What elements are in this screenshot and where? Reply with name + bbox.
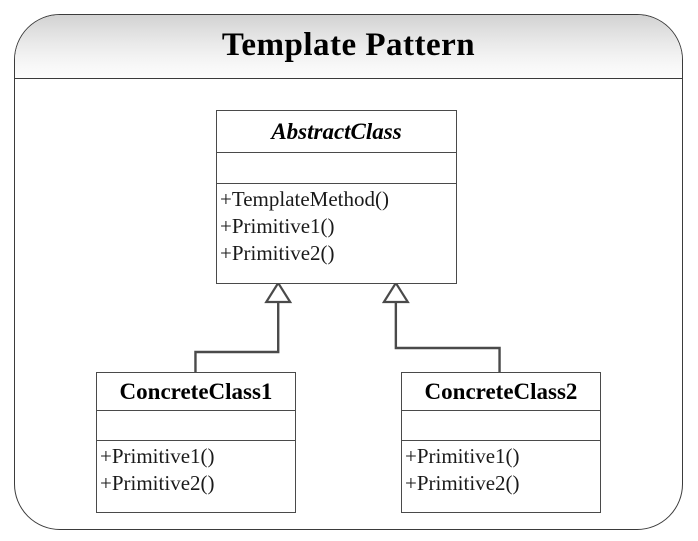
diagram-frame: Template Pattern AbstractClass +Template… <box>14 14 683 530</box>
uml-operation: +TemplateMethod() <box>220 187 389 211</box>
generalization-connectors <box>194 280 501 372</box>
uml-class-name: AbstractClass <box>271 118 402 144</box>
uml-attributes-compartment <box>402 411 600 441</box>
uml-operation: +Primitive1() <box>405 444 520 468</box>
generalization-arrowhead-concreteclass1 <box>264 280 293 304</box>
uml-class-concreteclass2[interactable]: ConcreteClass2 +Primitive1() +Primitive2… <box>401 372 601 513</box>
uml-operation: +Primitive1() <box>100 444 215 468</box>
uml-class-name-compartment: AbstractClass <box>217 111 456 153</box>
uml-operation: +Primitive2() <box>100 471 215 495</box>
generalization-line-concreteclass2 <box>394 301 501 372</box>
uml-operation: +Primitive2() <box>220 241 335 265</box>
diagram-canvas: AbstractClass +TemplateMethod() +Primiti… <box>15 79 682 529</box>
uml-class-concreteclass1[interactable]: ConcreteClass1 +Primitive1() +Primitive2… <box>96 372 296 513</box>
uml-operations-compartment: +Primitive1() +Primitive2() <box>402 441 600 511</box>
uml-operations-compartment: +Primitive1() +Primitive2() <box>97 441 295 511</box>
uml-attributes-compartment <box>97 411 295 441</box>
uml-class-name: ConcreteClass1 <box>119 378 273 404</box>
uml-operation: +Primitive2() <box>405 471 520 495</box>
uml-attributes-compartment <box>217 153 456 184</box>
diagram-title-bar: Template Pattern <box>15 15 682 79</box>
uml-class-abstractclass[interactable]: AbstractClass +TemplateMethod() +Primiti… <box>216 110 457 284</box>
uml-class-name: ConcreteClass2 <box>424 378 578 404</box>
page-title: Template Pattern <box>221 27 476 63</box>
uml-operations-compartment: +TemplateMethod() +Primitive1() +Primiti… <box>217 184 456 281</box>
uml-class-name-compartment: ConcreteClass2 <box>402 373 600 411</box>
uml-operation: +Primitive1() <box>220 214 335 238</box>
generalization-arrowhead-concreteclass2 <box>381 280 410 304</box>
generalization-line-concreteclass1 <box>194 301 280 372</box>
uml-class-name-compartment: ConcreteClass1 <box>97 373 295 411</box>
